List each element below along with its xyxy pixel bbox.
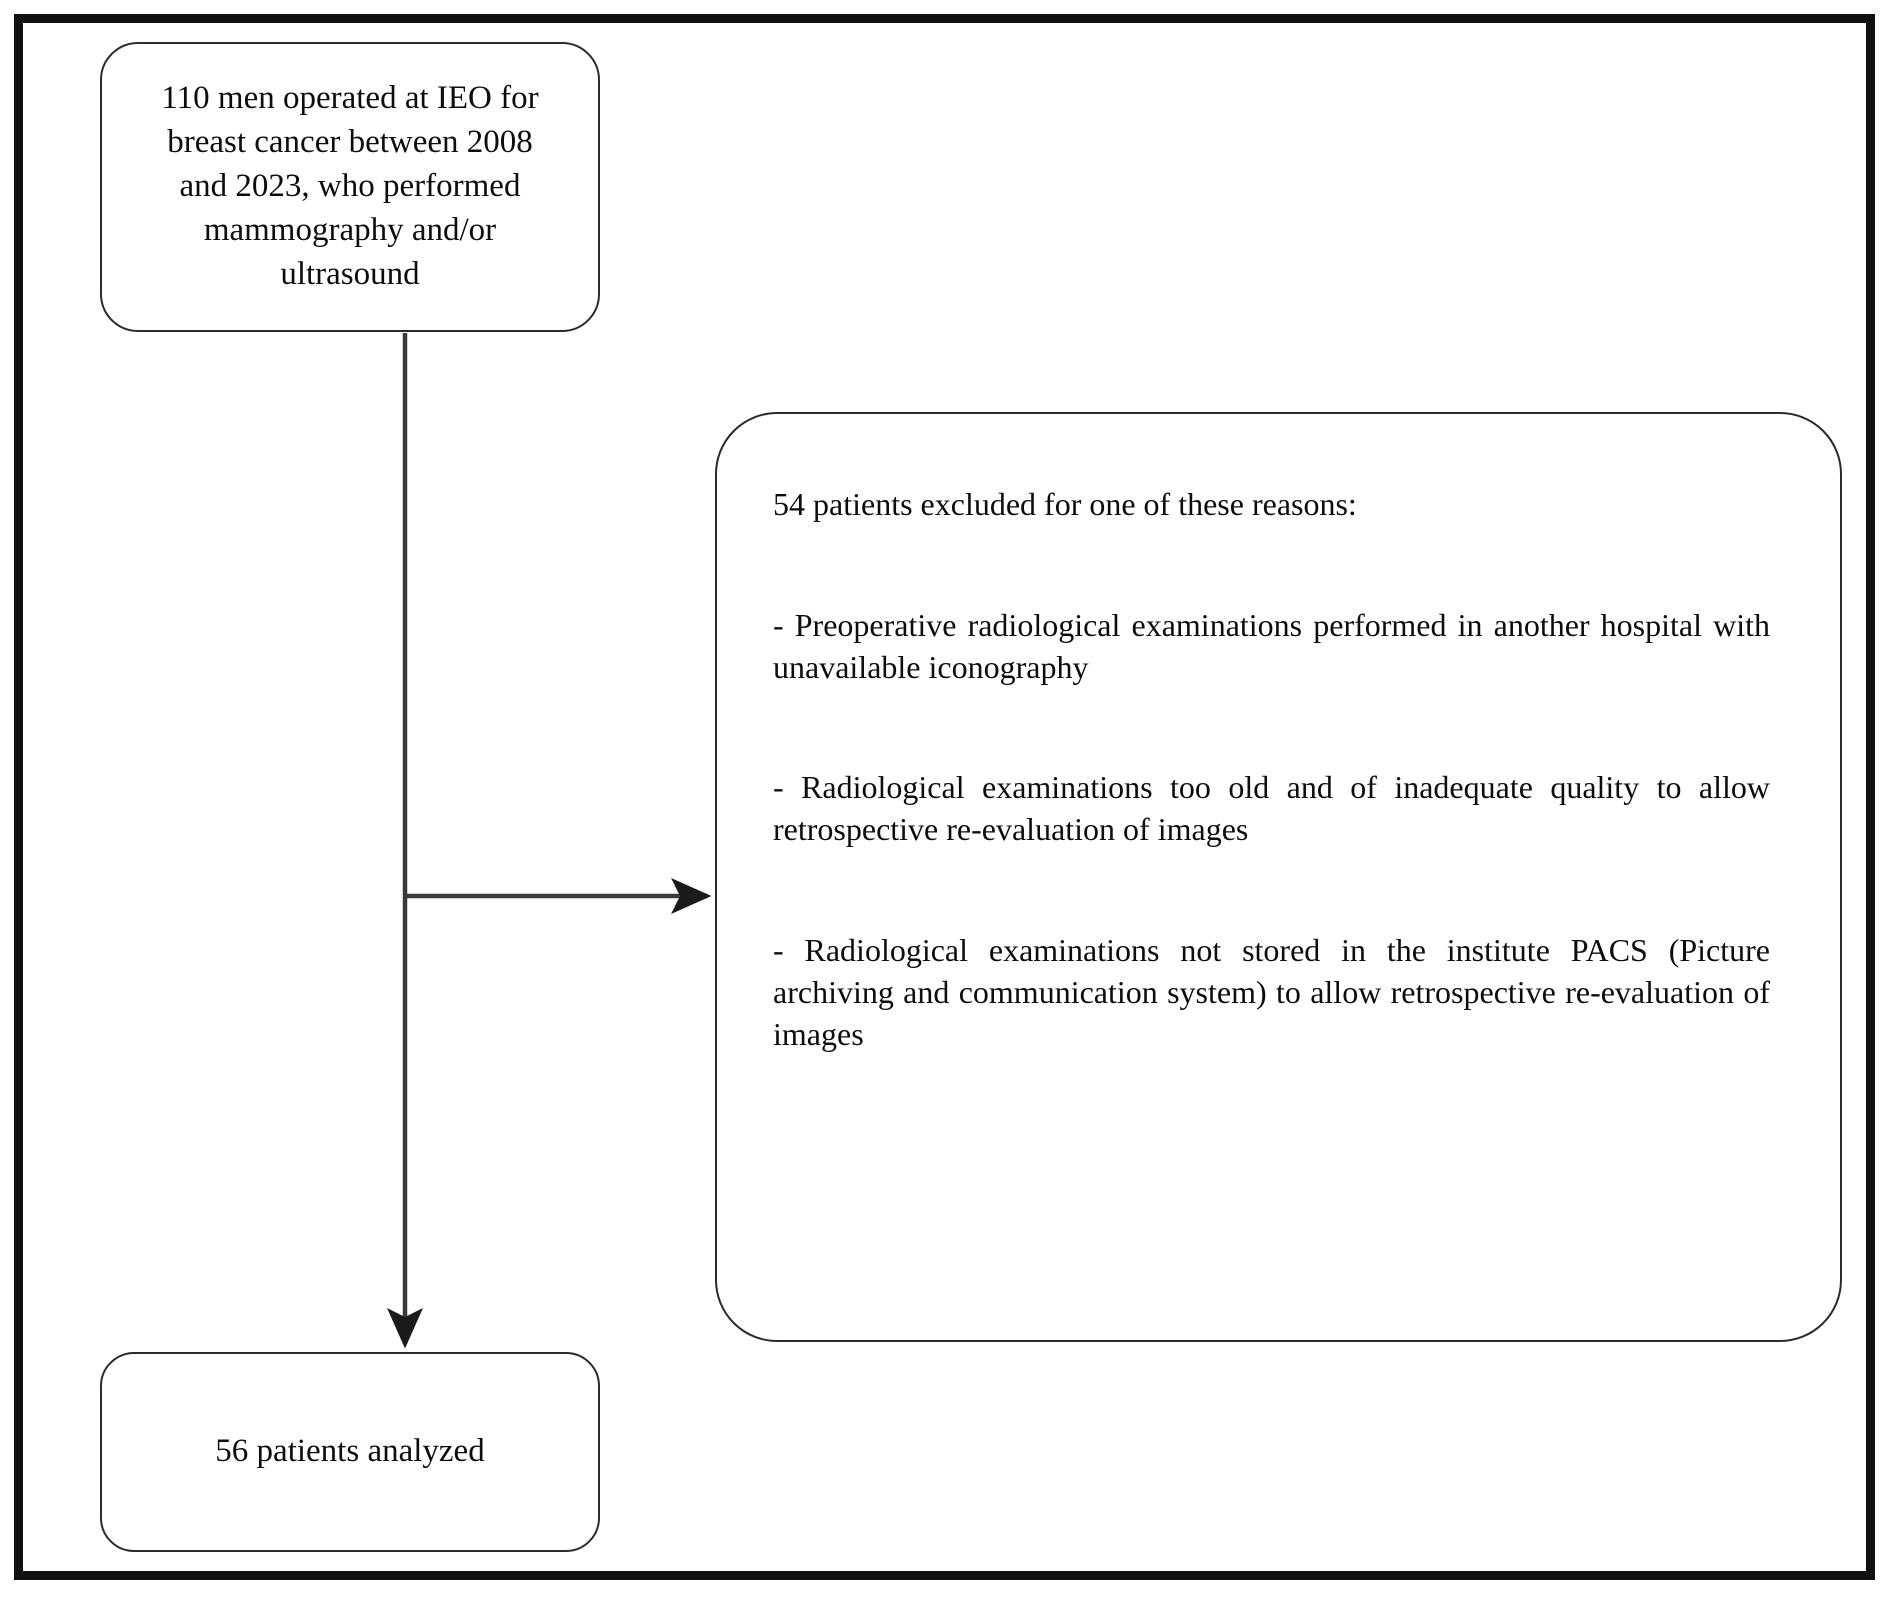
node-source-population[interactable]: 110 men operated at IEO for breast cance… <box>100 42 600 332</box>
node-analyzed-patients[interactable]: 56 patients analyzed <box>100 1352 600 1552</box>
excluded-reason-3: - Radiological examinations not stored i… <box>773 931 1770 1052</box>
excluded-reason-2: - Radiological examinations too old and … <box>773 769 1770 848</box>
node-source-population-text: 110 men operated at IEO for breast cance… <box>161 80 539 292</box>
excluded-heading: 54 patients excluded for one of these re… <box>773 486 1357 522</box>
node-excluded-patients[interactable]: 54 patients excluded for one of these re… <box>715 412 1842 1342</box>
excluded-reason-1: - Preoperative radiological examinations… <box>773 606 1770 685</box>
node-analyzed-patients-text: 56 patients analyzed <box>215 1433 485 1470</box>
